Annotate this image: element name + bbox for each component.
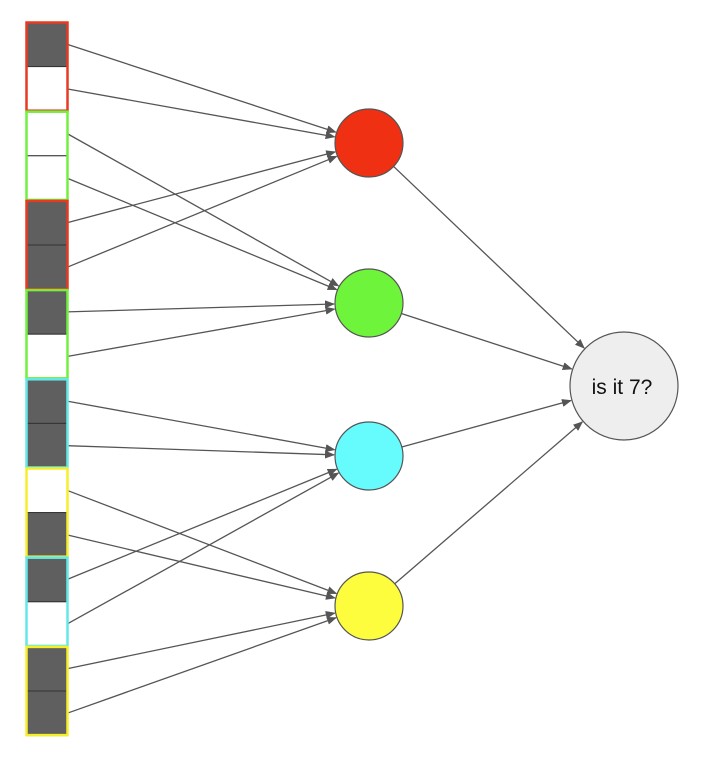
input-cell-15 [26,690,68,737]
edge-hidden-cyan-to-output [401,399,572,448]
output-node-label: is it 7? [592,376,653,399]
input-cell-14 [26,645,68,692]
input-cell-3 [26,155,68,201]
input-cell-13 [26,601,68,647]
edge-input-7-to-hidden-1 [66,306,336,358]
edge-input-15-to-hidden-3 [66,616,337,714]
edge-input-0-to-hidden-0 [66,43,337,134]
input-cells-column [26,21,68,737]
input-cell-0 [26,21,68,68]
output-node [569,331,679,441]
input-cell-10 [26,467,68,514]
edge-input-13-to-hidden-2 [66,472,340,625]
input-cell-8 [26,378,68,424]
edge-hidden-red-to-output [393,165,585,349]
input-group-frames [25,21,69,737]
edge-input-5-to-hidden-0 [66,155,338,268]
edge-input-3-to-hidden-1 [66,177,338,291]
input-group-frame-7 [25,645,69,737]
input-cell-12 [26,556,68,603]
hidden-node-yellow [334,571,404,641]
input-cell-2 [26,110,68,157]
input-cell-11 [26,512,68,558]
hidden-node-cyan [334,421,404,491]
output-node-group: is it 7? [569,331,679,441]
edge-input-12-to-hidden-2 [66,468,338,581]
edge-input-1-to-hidden-0 [66,88,336,140]
input-cell-1 [26,66,68,112]
edge-input-8-to-hidden-2 [66,400,336,453]
edge-hidden-green-to-output [401,312,573,370]
hidden-node-red [334,108,404,178]
hidden-node-green [334,268,404,338]
edge-input-2-to-hidden-1 [66,132,340,287]
input-cell-6 [26,289,68,335]
edge-input-10-to-hidden-3 [66,489,338,595]
edge-input-6-to-hidden-1 [66,300,336,313]
input-cell-9 [26,422,68,469]
edge-input-14-to-hidden-3 [66,611,336,670]
input-cell-4 [26,199,68,246]
edge-input-11-to-hidden-3 [66,534,336,600]
hidden-layer-nodes [334,108,404,641]
input-cell-7 [26,333,68,380]
connection-edges [66,43,585,714]
input-cell-5 [26,244,68,291]
edge-hidden-yellow-to-output [394,421,584,585]
edge-input-9-to-hidden-2 [66,445,336,459]
edge-input-4-to-hidden-0 [66,150,337,224]
